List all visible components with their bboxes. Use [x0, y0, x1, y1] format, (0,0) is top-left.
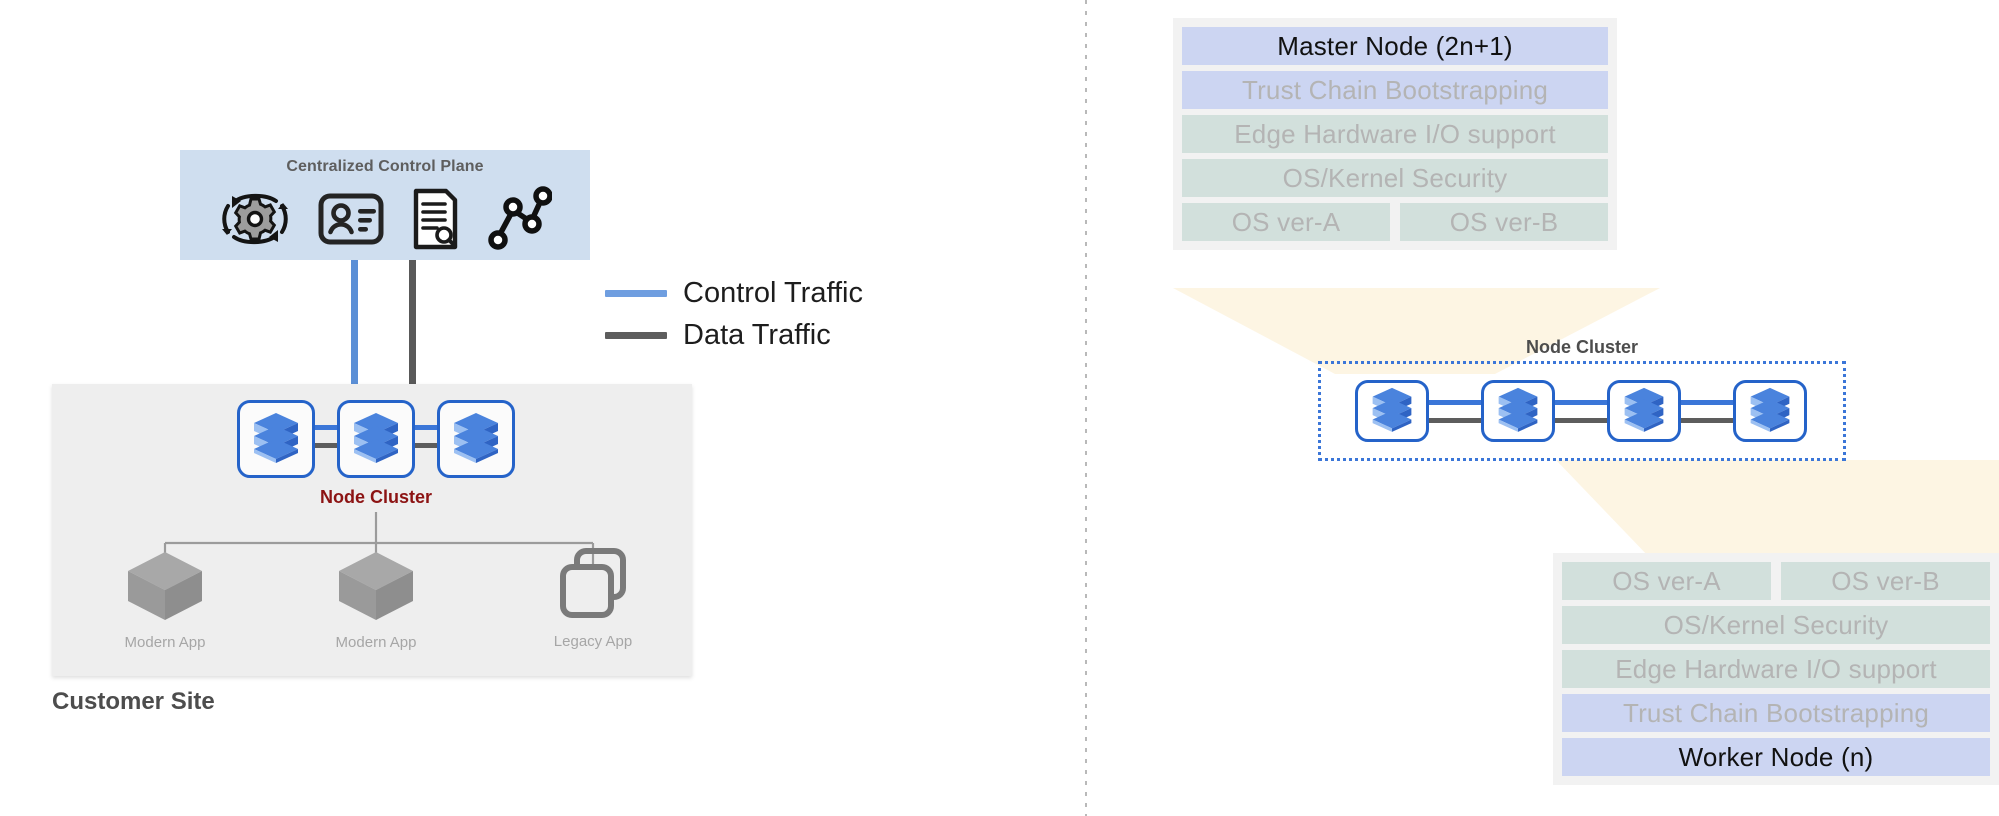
legend-label-control-traffic: Control Traffic: [683, 276, 863, 309]
customer-site-label: Customer Site: [52, 688, 215, 715]
node-link-data-1: [313, 443, 339, 448]
server-stack-icon: [351, 411, 401, 468]
right-node-link-data-1: [1425, 418, 1485, 423]
master-to-cluster-funnel: [1173, 288, 1660, 374]
master-stack-row-edge-hardware: Edge Hardware I/O support: [1182, 115, 1608, 153]
server-stack-icon: [1496, 386, 1540, 437]
control-plane-title: Centralized Control Plane: [286, 158, 484, 175]
worker-stack-row-os-kernel-security: OS/Kernel Security: [1562, 606, 1990, 644]
app-modern-1: Modern App: [100, 548, 230, 651]
legend-label-data-traffic: Data Traffic: [683, 318, 831, 351]
control-plane-icon-row: [180, 180, 590, 258]
app-modern-2: Modern App: [311, 548, 441, 651]
centralized-control-plane-box: Centralized Control Plane: [180, 150, 590, 260]
document-search-icon: [410, 188, 460, 250]
master-stack-os-versions-row: OS ver-A OS ver-B: [1182, 203, 1608, 241]
automation-gear-icon: [218, 188, 292, 250]
data-traffic-trunk-line: [409, 260, 416, 406]
server-stack-icon: [1622, 386, 1666, 437]
server-stack-icon: [251, 411, 301, 468]
node-cluster-label-left: Node Cluster: [319, 487, 433, 507]
right-node-cluster-node-4[interactable]: [1733, 380, 1807, 442]
right-node-link-control-1: [1425, 400, 1485, 405]
app-legacy: Legacy App: [528, 545, 658, 650]
data-traffic-swatch: [605, 331, 667, 339]
node-cluster-node-1[interactable]: [237, 400, 315, 478]
master-stack-row-trust-chain: Trust Chain Bootstrapping: [1182, 71, 1608, 109]
topology-graph-icon: [486, 186, 552, 252]
right-node-cluster-node-2[interactable]: [1481, 380, 1555, 442]
master-stack-row-master-node: Master Node (2n+1): [1182, 27, 1608, 65]
windows-stack-icon: [551, 548, 635, 627]
control-traffic-trunk-line: [351, 260, 358, 406]
node-link-control-2: [413, 425, 439, 430]
worker-stack-os-ver-a: OS ver-A: [1562, 562, 1771, 600]
worker-stack-row-trust-chain: Trust Chain Bootstrapping: [1562, 694, 1990, 732]
right-node-link-control-3: [1677, 400, 1737, 405]
cube-icon: [124, 552, 206, 628]
node-cluster-node-3[interactable]: [437, 400, 515, 478]
right-node-link-data-3: [1677, 418, 1737, 423]
right-node-link-data-2: [1551, 418, 1611, 423]
cluster-to-worker-funnel: [1556, 460, 1999, 558]
app-label: Modern App: [335, 634, 417, 651]
master-stack-row-os-kernel-security: OS/Kernel Security: [1182, 159, 1608, 197]
server-stack-icon: [1370, 386, 1414, 437]
app-label: Modern App: [124, 634, 206, 651]
cube-icon: [335, 552, 417, 628]
app-label: Legacy App: [553, 633, 633, 650]
master-stack-os-ver-b: OS ver-B: [1400, 203, 1608, 241]
node-cluster-label-right: Node Cluster: [1525, 337, 1639, 357]
node-cluster-node-2[interactable]: [337, 400, 415, 478]
node-link-data-2: [413, 443, 439, 448]
traffic-legend: Control Traffic Data Traffic: [605, 272, 863, 356]
legend-item-data-traffic: Data Traffic: [605, 314, 863, 356]
panel-divider: [1085, 0, 1087, 816]
master-node-stack: Master Node (2n+1) Trust Chain Bootstrap…: [1173, 18, 1617, 250]
server-stack-icon: [1748, 386, 1792, 437]
server-stack-icon: [451, 411, 501, 468]
legend-item-control-traffic: Control Traffic: [605, 272, 863, 314]
identity-card-icon: [318, 192, 384, 246]
master-stack-os-ver-a: OS ver-A: [1182, 203, 1390, 241]
worker-stack-os-ver-b: OS ver-B: [1781, 562, 1990, 600]
worker-stack-row-worker-node: Worker Node (n): [1562, 738, 1990, 776]
node-cluster-dotted-boundary: [1318, 361, 1846, 461]
node-link-control-1: [313, 425, 339, 430]
worker-stack-os-versions-row: OS ver-A OS ver-B: [1562, 562, 1990, 600]
worker-stack-row-edge-hardware: Edge Hardware I/O support: [1562, 650, 1990, 688]
right-node-link-control-2: [1551, 400, 1611, 405]
worker-node-stack: OS ver-A OS ver-B OS/Kernel Security Edg…: [1553, 553, 1999, 785]
right-node-cluster-node-1[interactable]: [1355, 380, 1429, 442]
right-node-cluster-node-3[interactable]: [1607, 380, 1681, 442]
control-traffic-swatch: [605, 289, 667, 297]
